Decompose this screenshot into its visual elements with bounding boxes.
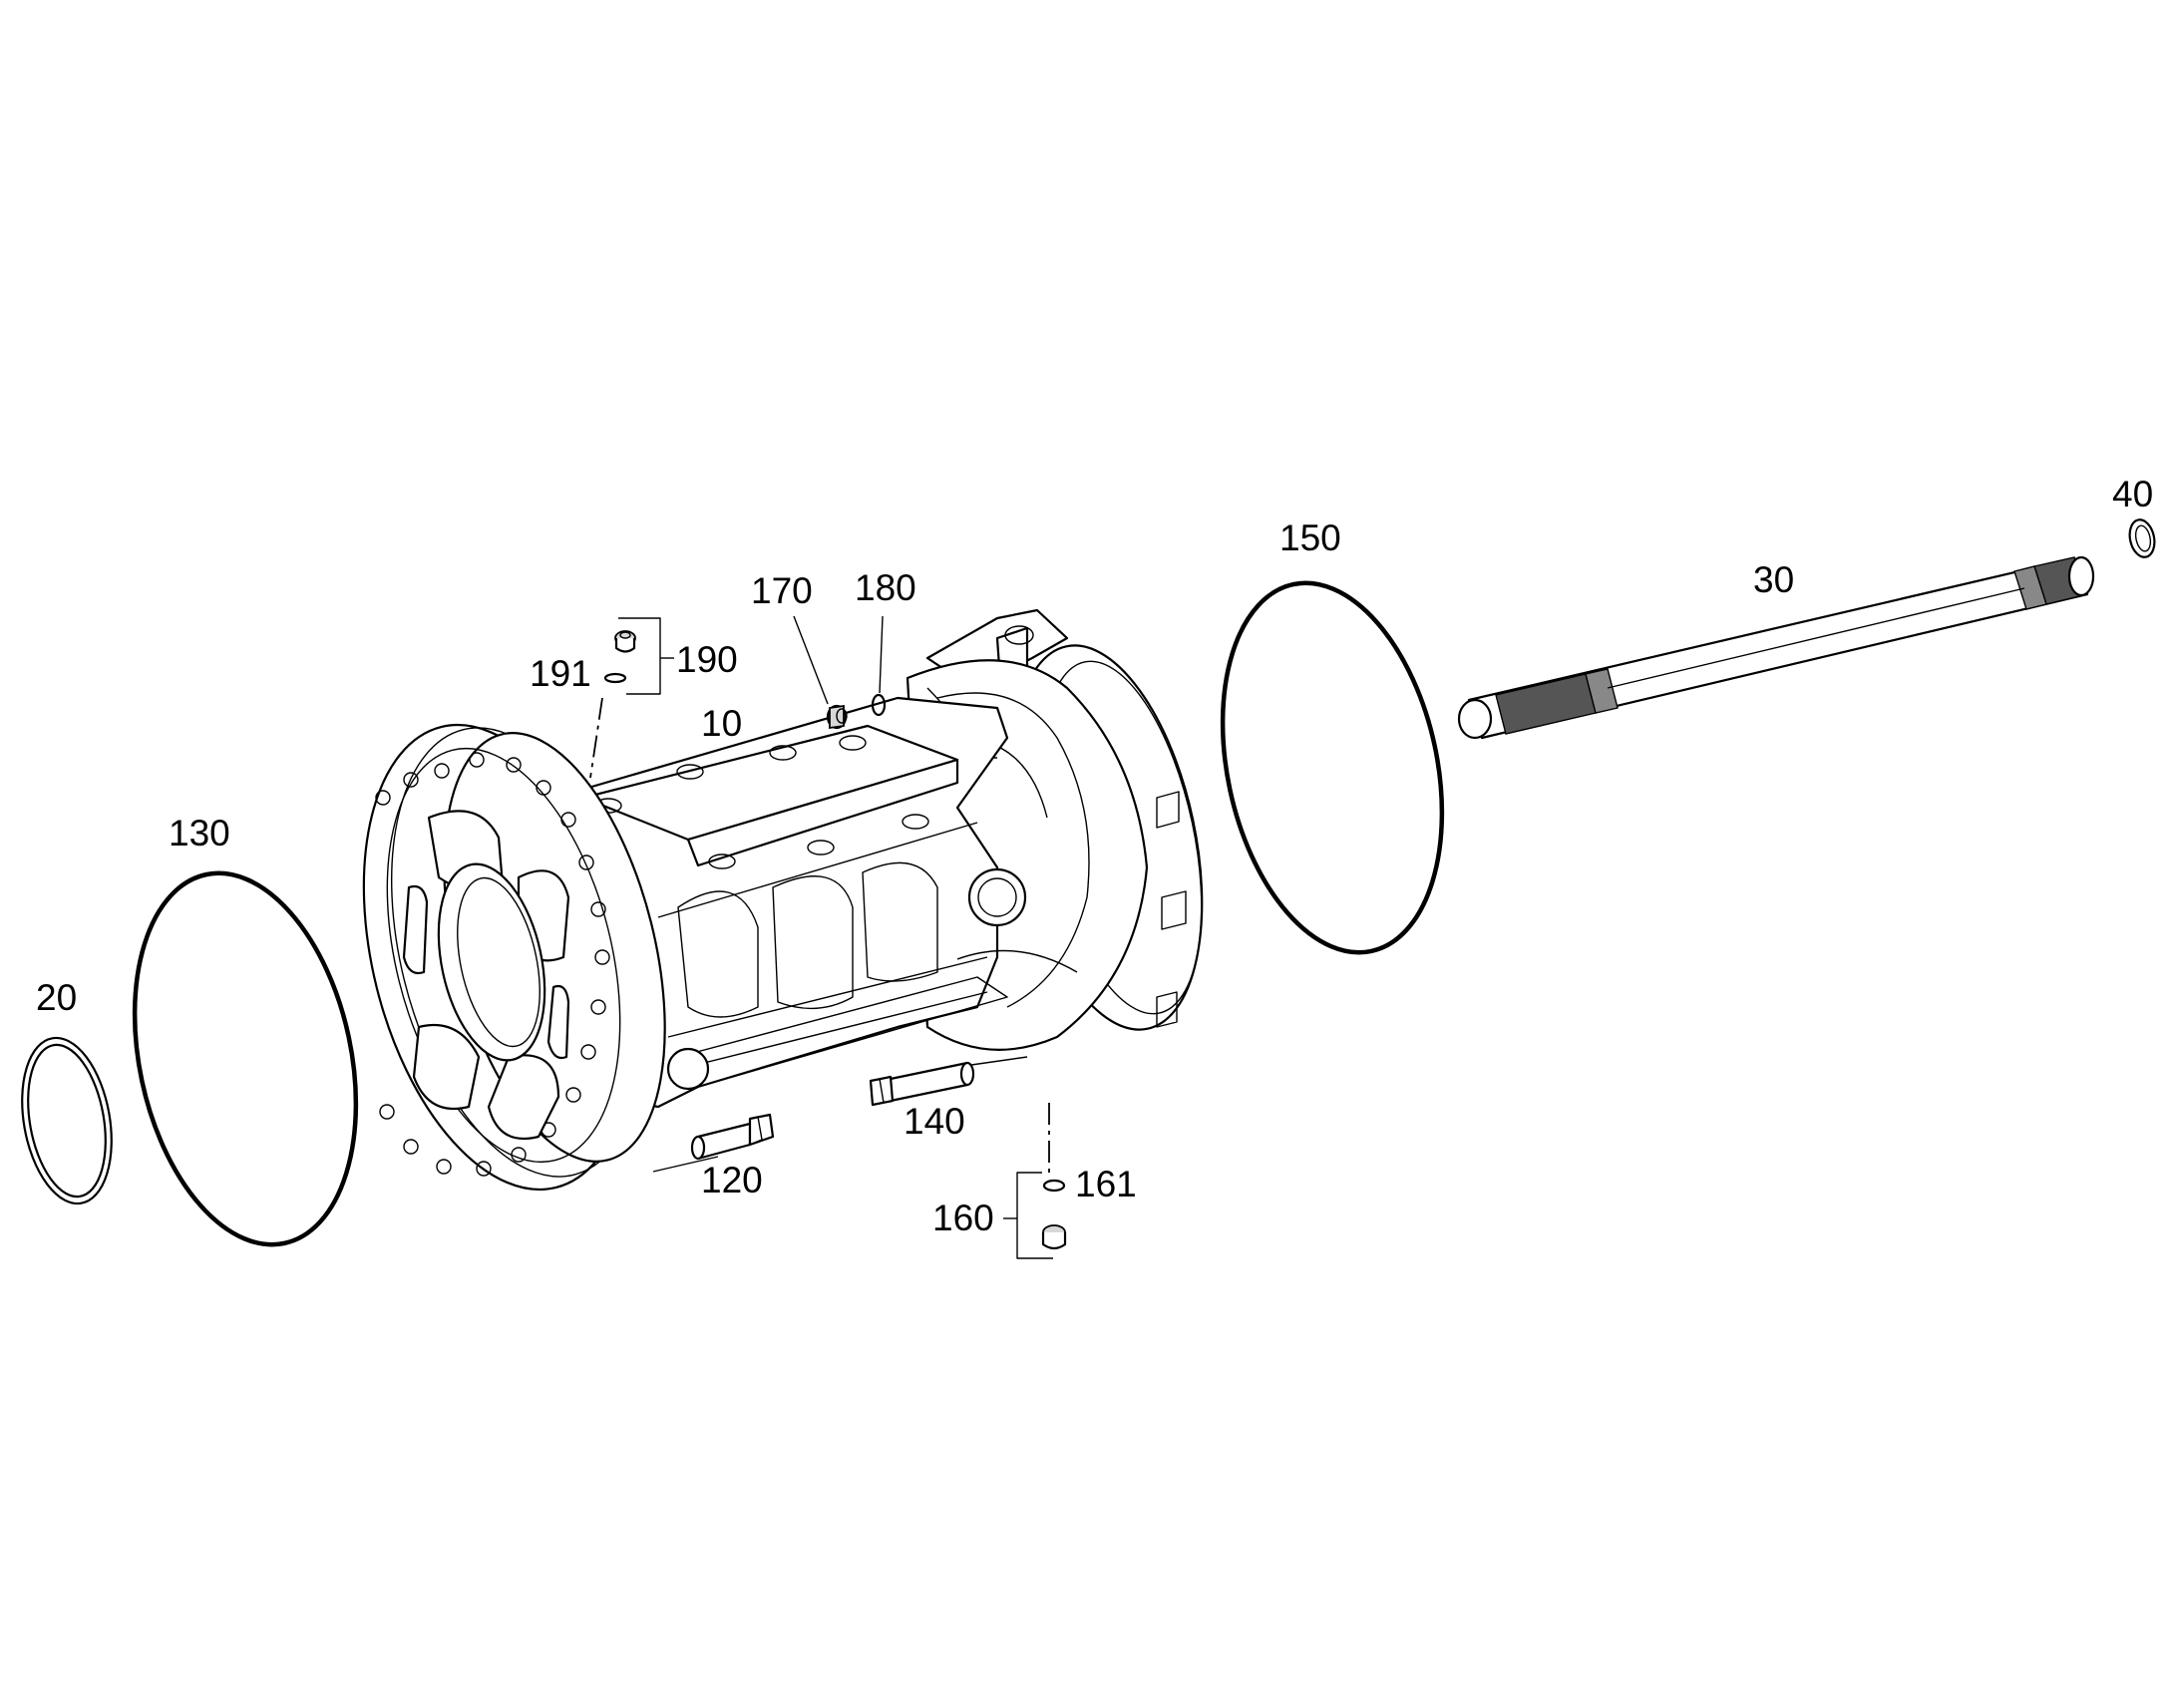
leader-120	[652, 1156, 719, 1173]
callout-140: 140	[904, 1101, 965, 1142]
part-191-seal-ring	[603, 672, 627, 684]
callout-30: 30	[1753, 559, 1794, 600]
part-150-o-ring	[1220, 580, 1445, 955]
part-10-axle-housing	[362, 608, 1204, 1192]
callout-130: 130	[169, 813, 230, 854]
leader-180	[879, 615, 884, 694]
callout-120: 120	[701, 1160, 763, 1200]
part-30-axle-shaft	[1457, 555, 2095, 740]
part-161-seal-ring	[1042, 1179, 1066, 1193]
part-180-seal-ring	[871, 693, 887, 717]
part-40-washer	[2128, 518, 2156, 558]
callout-20: 20	[36, 977, 77, 1018]
part-170-plug	[826, 704, 848, 730]
callout-190: 190	[676, 639, 738, 680]
leader-191-190	[589, 697, 603, 779]
part-140-bolt	[869, 1061, 975, 1107]
callout-40: 40	[2112, 474, 2153, 514]
callout-170: 170	[751, 570, 813, 611]
callout-160: 160	[932, 1197, 994, 1238]
part-130-o-ring	[132, 870, 359, 1247]
callout-10: 10	[701, 703, 742, 744]
part-190-plug	[614, 630, 636, 653]
bracket-160	[1003, 1172, 1053, 1259]
part-20-o-ring	[21, 1036, 113, 1205]
leader-170	[793, 615, 829, 705]
part-120-bolt	[690, 1113, 775, 1161]
callout-191: 191	[530, 653, 591, 694]
bracket-190	[618, 617, 674, 695]
callout-161: 161	[1075, 1164, 1137, 1204]
callout-150: 150	[1279, 517, 1341, 558]
callout-180: 180	[855, 567, 916, 608]
part-160-plug	[1041, 1224, 1067, 1250]
